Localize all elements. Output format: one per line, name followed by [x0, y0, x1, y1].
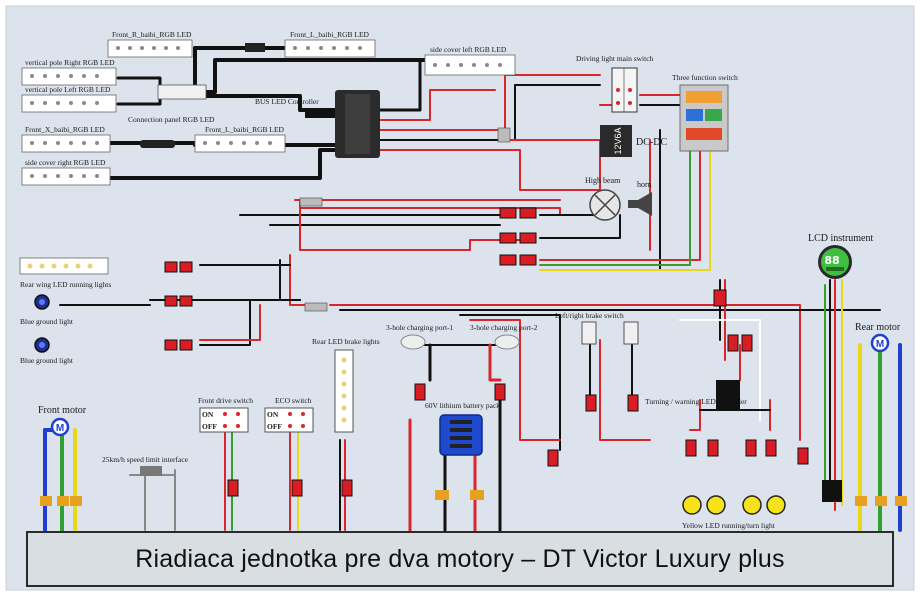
inline-connector-mid	[140, 140, 175, 148]
label-charging-port-2: 3-hole charging port-2	[470, 323, 538, 332]
label-front-r-baibi: Front_R_baibi_RGB LED	[112, 30, 192, 39]
label-yellow-led: Yellow LED running/turn light	[682, 521, 776, 530]
horn-icon	[628, 192, 652, 216]
rear-motor-icon	[870, 333, 890, 353]
driving-light-switch	[611, 67, 638, 113]
charging-port-2	[494, 334, 520, 350]
label-connection-panel: Connection panel RGB LED	[128, 115, 215, 124]
brake-switch-right	[623, 321, 639, 345]
dcdc-converter	[600, 125, 632, 157]
switch-button-red	[686, 128, 722, 140]
rgb-led-strips	[19, 39, 516, 275]
front-motor-symbol: M	[56, 423, 64, 434]
label-front-l-baibi-mid: Front_L_baibi_RGB LED	[205, 125, 285, 134]
label-rear-brake-lights: Rear LED brake lights	[312, 337, 380, 346]
switch-button-blue	[686, 109, 703, 121]
label-high-beam: High beam	[585, 176, 621, 185]
switch-button-green	[705, 109, 722, 121]
label-eco-switch: ECO switch	[275, 396, 312, 405]
label-three-function-switch: Three function switch	[672, 73, 738, 82]
rear-motor-connector	[822, 480, 842, 502]
caption-text: Riadiaca jednotka pre dva motory – DT Vi…	[135, 544, 785, 573]
switch-button-orange	[686, 91, 722, 103]
rear-wing-led-dots	[27, 263, 93, 269]
label-blue-ground-2: Blue ground light	[20, 356, 74, 365]
inline-fuse-2	[304, 302, 328, 312]
label-turning-controller: Turning / warning LED controller	[645, 397, 747, 406]
yellow-turn-lights	[682, 495, 786, 515]
label-speed-limit: 25km/h speed limit interface	[102, 455, 189, 464]
label-rear-motor: Rear motor	[855, 322, 901, 333]
label-front-l-baibi-top: Front_L_baibi_RGB LED	[290, 30, 370, 39]
rear-motor-symbol: M	[876, 339, 884, 350]
bus-connector	[305, 108, 335, 118]
label-front-x-baibi: Front_X_baibi_RGB LED	[25, 125, 105, 134]
label-dcdc: DC-DC	[636, 137, 667, 148]
label-bus-led-controller: BUS LED Controller	[255, 97, 319, 106]
front-motor-icon	[50, 417, 70, 437]
rear-brake-light-strip	[334, 349, 354, 433]
charging-port-1	[400, 334, 426, 350]
dcdc-module-label: 12V6A	[613, 127, 623, 154]
brake-switch-left	[581, 321, 597, 345]
label-driving-light-switch: Driving light main switch	[576, 54, 654, 63]
orange-terminals	[40, 490, 907, 506]
label-vertical-pole-right: vertical pole Right RGB LED	[25, 58, 115, 67]
label-brake-switch: Left/right brake switch	[555, 311, 624, 320]
speed-limit-connector	[140, 466, 162, 476]
turning-led-controller	[716, 380, 740, 410]
led-dots	[30, 46, 502, 178]
front-drive-off: OFF	[202, 422, 217, 431]
label-blue-ground-1: Blue ground light	[20, 317, 74, 326]
label-side-cover-left: side cover left RGB LED	[430, 45, 507, 54]
inline-connector-top	[245, 43, 265, 52]
label-front-drive-switch: Front drive switch	[198, 396, 253, 405]
front-drive-on: ON	[202, 410, 214, 419]
lcd-readout: 88	[824, 254, 839, 267]
inline-fuse-1	[299, 197, 323, 207]
front-drive-switch	[199, 407, 249, 433]
label-horn: horn	[637, 180, 652, 189]
eco-off: OFF	[267, 422, 282, 431]
label-front-motor: Front motor	[38, 405, 87, 416]
eco-switch	[264, 407, 314, 433]
red-connectors	[164, 207, 809, 497]
caption-bar: Riadiaca jednotka pre dva motory – DT Vi…	[26, 531, 894, 587]
label-battery-pack: 60V lithium battery pack	[425, 401, 500, 410]
rgb-splitter	[157, 84, 207, 100]
eco-on: ON	[267, 410, 279, 419]
label-vertical-pole-left: vertical pole Left RGB LED	[25, 85, 111, 94]
label-lcd-instrument: LCD instrument	[808, 233, 873, 244]
label-rear-wing: Rear wing LED running lights	[20, 280, 111, 289]
label-side-cover-right: side cover right RGB LED	[25, 158, 106, 167]
inline-fuse-3	[497, 127, 511, 143]
label-charging-port-1: 3-hole charging port-1	[386, 323, 454, 332]
